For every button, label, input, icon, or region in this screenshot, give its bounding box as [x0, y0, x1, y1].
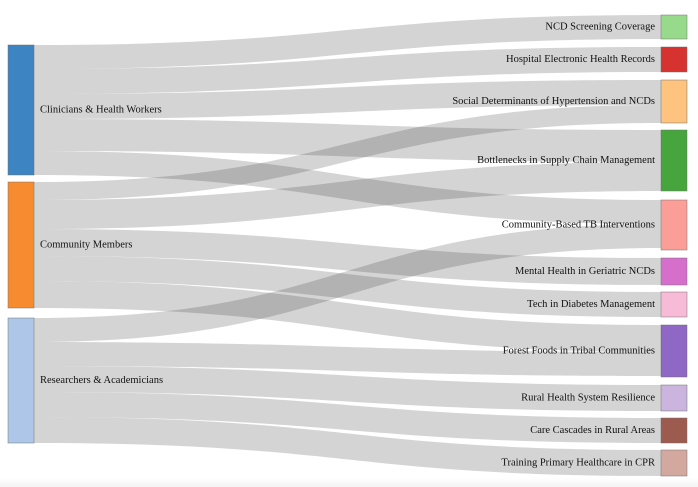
- sankey-node-socdet[interactable]: [660, 79, 688, 124]
- sankey-link-community-mental[interactable]: [34, 229, 661, 285]
- sankey-link-researchers-rural[interactable]: [34, 366, 661, 411]
- node-label-socdet: Social Determinants of Hypertension and …: [452, 96, 655, 107]
- sankey-node-tb[interactable]: [660, 199, 688, 251]
- node-label-ehr: Hospital Electronic Health Records: [506, 54, 655, 65]
- sankey-link-clinicians-ehr[interactable]: [34, 47, 661, 94]
- sankey-node-community[interactable]: [7, 181, 35, 309]
- sankey-node-ncd[interactable]: [660, 14, 688, 40]
- node-label-diabetes: Tech in Diabetes Management: [527, 299, 655, 310]
- sankey-link-researchers-forest[interactable]: [34, 342, 661, 376]
- sankey-link-community-diabetes[interactable]: [34, 256, 661, 317]
- sankey-link-clinicians-socdet[interactable]: [34, 80, 661, 119]
- sankey-link-clinicians-ncd[interactable]: [34, 15, 661, 69]
- sankey-link-community-forest[interactable]: [34, 281, 661, 352]
- sankey-node-cascades[interactable]: [660, 417, 688, 444]
- sankey-node-supply[interactable]: [660, 129, 688, 192]
- node-label-community: Community Members: [40, 239, 132, 250]
- sankey-link-researchers-cpr[interactable]: [34, 417, 661, 476]
- sankey-link-community-socdet[interactable]: [34, 105, 661, 200]
- sankey-link-community-supply[interactable]: [34, 162, 661, 229]
- sankey-node-rural[interactable]: [660, 384, 688, 412]
- node-label-cpr: Training Primary Healthcare in CPR: [501, 457, 655, 468]
- node-label-tb: Community-Based TB Interventions: [502, 219, 655, 230]
- sankey-node-researchers[interactable]: [7, 317, 35, 444]
- node-label-ncd: NCD Screening Coverage: [545, 21, 655, 32]
- node-label-forest: Forest Foods in Tribal Communities: [503, 345, 655, 356]
- sankey-node-mental[interactable]: [660, 257, 688, 286]
- sankey-link-researchers-tb[interactable]: [34, 224, 661, 342]
- sankey-link-clinicians-tb[interactable]: [34, 151, 661, 224]
- node-label-researchers: Researchers & Academicians: [40, 375, 163, 386]
- sankey-node-diabetes[interactable]: [660, 291, 688, 318]
- sankey-link-clinicians-supply[interactable]: [34, 119, 661, 162]
- sankey-node-clinicians[interactable]: [7, 44, 35, 176]
- sankey-node-forest[interactable]: [660, 324, 688, 378]
- node-label-rural: Rural Health System Resilience: [521, 392, 655, 403]
- node-label-cascades: Care Cascades in Rural Areas: [530, 425, 655, 436]
- node-label-supply: Bottlenecks in Supply Chain Management: [477, 155, 655, 166]
- sankey-link-researchers-cascades[interactable]: [34, 392, 661, 443]
- sankey-node-cpr[interactable]: [660, 449, 688, 477]
- footer-strip: [0, 478, 698, 487]
- node-label-mental: Mental Health in Geriatric NCDs: [515, 266, 655, 277]
- sankey-node-ehr[interactable]: [660, 46, 688, 73]
- node-label-clinicians: Clinicians & Health Workers: [40, 104, 162, 115]
